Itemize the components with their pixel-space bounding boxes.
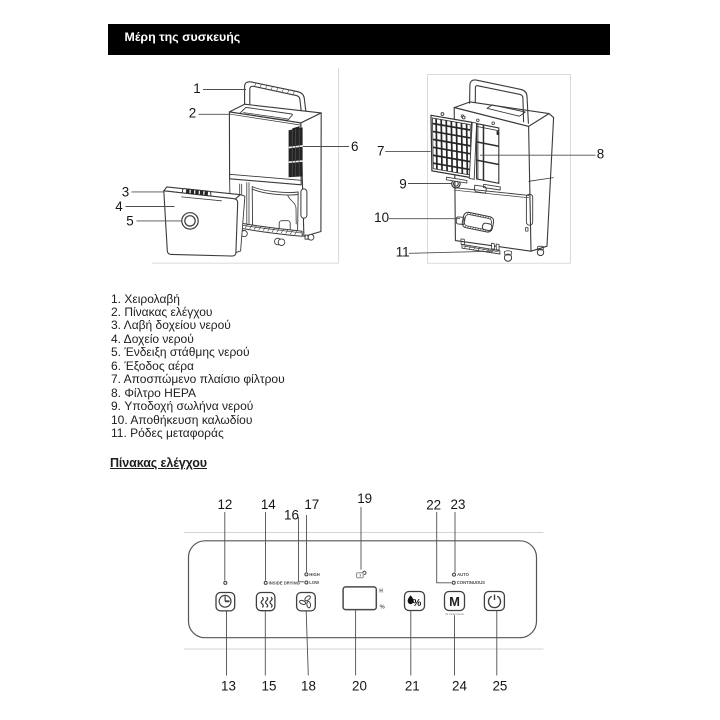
svg-text:%: %	[380, 604, 385, 610]
svg-text:4: 4	[115, 199, 123, 214]
svg-text:19: 19	[357, 491, 372, 506]
svg-text:15: 15	[262, 679, 277, 694]
svg-text:16: 16	[284, 508, 299, 523]
svg-text:9: 9	[399, 176, 406, 191]
svg-text:H: H	[379, 588, 383, 594]
svg-text:5: 5	[126, 214, 133, 229]
svg-text:11: 11	[396, 244, 410, 259]
svg-text:3s lock/unlock: 3s lock/unlock	[445, 612, 464, 616]
svg-text:24: 24	[452, 679, 467, 694]
svg-text:%: %	[412, 598, 421, 609]
svg-text:23: 23	[451, 497, 466, 512]
svg-text:12: 12	[217, 497, 232, 512]
svg-text:21: 21	[405, 679, 420, 694]
svg-text:AUTO: AUTO	[457, 572, 470, 577]
svg-text:20: 20	[352, 679, 367, 694]
svg-text:22: 22	[426, 498, 441, 513]
svg-text:1: 1	[193, 81, 200, 96]
svg-text:10: 10	[374, 210, 389, 225]
svg-text:6: 6	[351, 139, 358, 154]
svg-text:8: 8	[597, 147, 604, 162]
svg-text:HIGH: HIGH	[309, 572, 319, 577]
svg-text:18: 18	[301, 679, 316, 694]
svg-text:7: 7	[377, 143, 384, 158]
svg-text:2: 2	[189, 106, 196, 121]
svg-text:INSIDE DRYING: INSIDE DRYING	[269, 580, 300, 585]
svg-text:17: 17	[304, 497, 319, 512]
svg-text:25: 25	[492, 679, 507, 694]
svg-text:14: 14	[261, 497, 276, 512]
svg-text:LOW: LOW	[309, 580, 319, 585]
svg-text:CONTINUOUS: CONTINUOUS	[457, 580, 485, 585]
svg-text:13: 13	[221, 679, 236, 694]
svg-text:3: 3	[122, 185, 129, 200]
svg-text:M: M	[449, 594, 460, 609]
